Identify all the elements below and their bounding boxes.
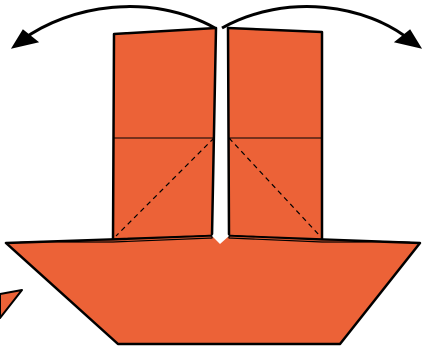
partial-left-fill: [0, 290, 22, 318]
left-flap-shape: [113, 28, 216, 240]
right-flap-shape: [228, 28, 322, 240]
boat-hull: [6, 228, 420, 344]
right-flap: [228, 28, 322, 240]
left-flap: [113, 28, 216, 240]
partial-left-shape: [0, 290, 22, 318]
hull-shape: [6, 236, 420, 344]
